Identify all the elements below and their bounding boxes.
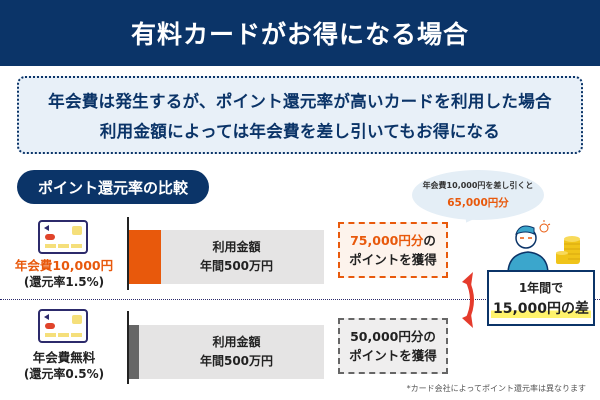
footnote: *カード会社によってポイント還元率は異なります bbox=[406, 384, 586, 393]
row-divider bbox=[0, 299, 600, 300]
page-title: 有料カードがお得になる場合 bbox=[130, 20, 469, 49]
free-card-label: 年会費無料 (還元率0.5%) bbox=[0, 349, 128, 383]
paid-card-label: 年会費10,000円 (還元率1.5%) bbox=[0, 257, 128, 291]
axis-line bbox=[127, 217, 129, 290]
bar-value: 年間500万円 bbox=[199, 259, 274, 273]
header-banner: 有料カードがお得になる場合 bbox=[0, 0, 600, 66]
bubble-text: 年会費10,000円を差し引くと bbox=[422, 181, 534, 190]
bar-fill-free bbox=[129, 325, 139, 379]
result-text: ポイントを獲得 bbox=[349, 348, 437, 363]
section-title: ポイント還元率の比較 bbox=[37, 178, 188, 197]
summary-line-2: 利用金額によっては年会費を差し引いてもお得になる bbox=[99, 122, 501, 141]
usage-bar-free: 利用金額 年間500万円 bbox=[129, 325, 324, 379]
bar-label: 利用金額 bbox=[212, 335, 261, 349]
thinking-person-icon bbox=[507, 220, 551, 274]
free-card-rate: (還元率0.5%) bbox=[23, 367, 105, 381]
result-text: ポイントを獲得 bbox=[349, 252, 437, 267]
result-suffix: の bbox=[423, 233, 436, 248]
result-amount-free: 50,000円分 bbox=[350, 329, 424, 344]
difference-amount: 15,000円の差 bbox=[490, 297, 592, 318]
coin-stack-icon bbox=[556, 236, 580, 264]
bar-fill-paid bbox=[129, 230, 161, 284]
free-card-fee: 年会費無料 bbox=[32, 350, 96, 365]
bar-label: 利用金額 bbox=[212, 240, 261, 254]
axis-line bbox=[127, 311, 129, 384]
difference-period: 1年間で bbox=[518, 280, 564, 295]
bar-value: 年間500万円 bbox=[199, 354, 274, 368]
summary-box: 年会費は発生するが、ポイント還元率が高いカードを利用した場合 利用金額によっては… bbox=[17, 76, 583, 154]
result-box-free: 50,000円分の ポイントを獲得 bbox=[338, 318, 448, 374]
usage-bar-paid: 利用金額 年間500万円 bbox=[129, 230, 324, 284]
credit-card-icon bbox=[38, 220, 88, 254]
section-heading: ポイント還元率の比較 bbox=[17, 170, 209, 204]
summary-line-1: 年会費は発生するが、ポイント還元率が高いカードを利用した場合 bbox=[48, 92, 552, 111]
speech-bubble: 年会費10,000円を差し引くと 65,000円分 bbox=[412, 170, 544, 220]
bubble-amount: 65,000円分 bbox=[447, 197, 509, 209]
credit-card-icon bbox=[38, 309, 88, 343]
bar-text: 利用金額 年間500万円 bbox=[180, 238, 273, 276]
result-box-paid: 75,000円分の ポイントを獲得 bbox=[338, 222, 448, 278]
result-amount-paid: 75,000円分 bbox=[350, 233, 424, 248]
paid-card-rate: (還元率1.5%) bbox=[23, 275, 105, 289]
result-suffix: の bbox=[423, 329, 436, 344]
difference-callout: 1年間で 15,000円の差 bbox=[487, 270, 595, 326]
bar-text: 利用金額 年間500万円 bbox=[180, 333, 273, 371]
double-arrow-icon bbox=[462, 272, 474, 328]
paid-card-fee: 年会費10,000円 bbox=[14, 258, 114, 273]
